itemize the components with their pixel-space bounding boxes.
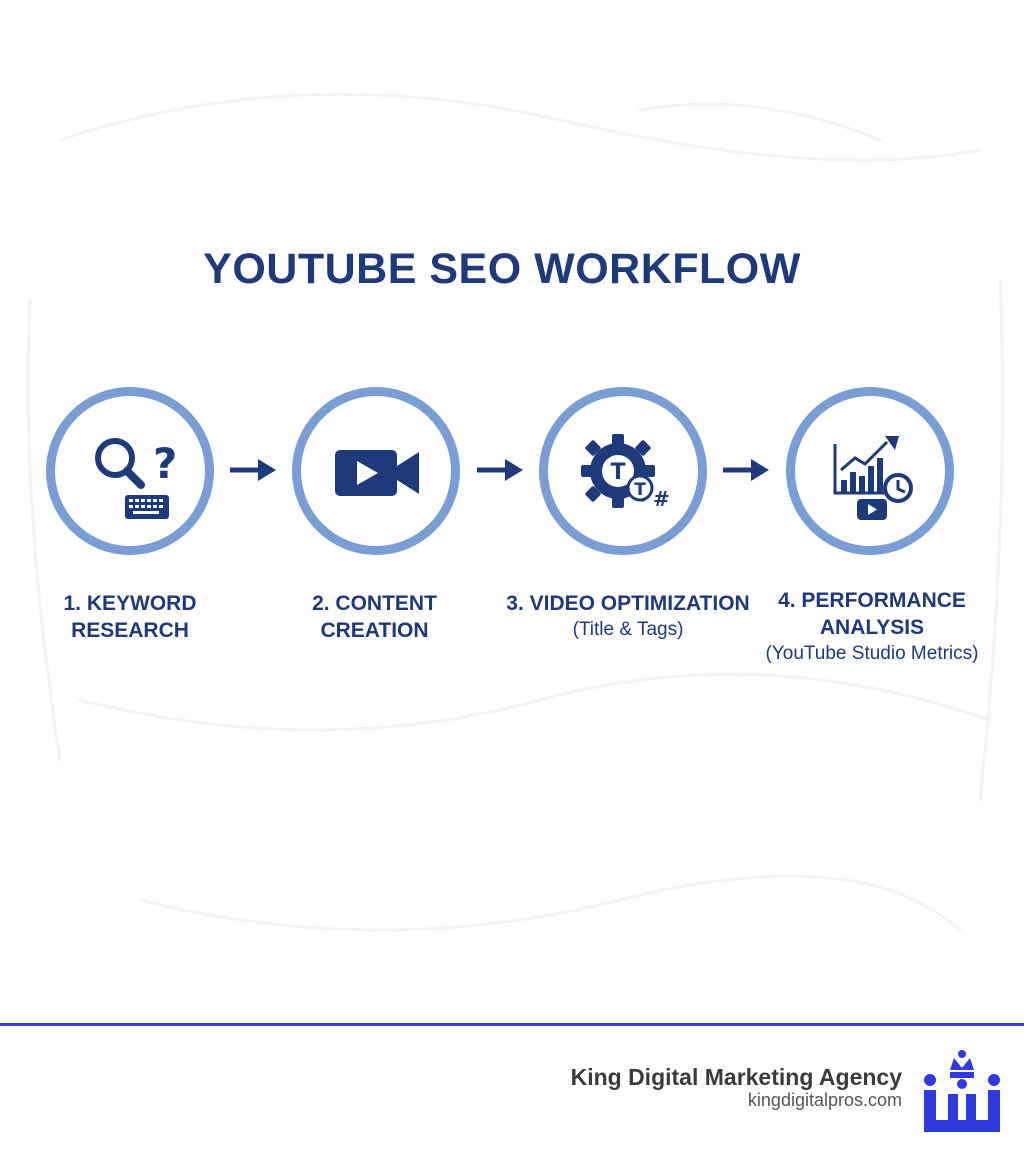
arrow-3-icon [723,459,769,481]
step-4-line-1: 4. PERFORMANCE [778,589,966,612]
analytics-chart-clock-icon [833,436,913,520]
step-2-line-1: 2. CONTENT [312,592,437,615]
step-3-line-1: 3. VIDEO OPTIMIZATION [506,592,750,615]
crown-logo [920,1050,1004,1134]
step-3-subtitle: (Title & Tags) [572,619,684,640]
video-camera-icon [335,450,419,496]
background-sketch [26,92,1004,932]
footer-divider [0,1023,1024,1026]
step-4-circle [786,387,954,555]
arrow-1-icon [230,459,276,481]
step-3-circle: T T # [539,387,707,555]
magnifier-question-keyboard-icon: ? [95,438,177,519]
tag-t-icon: T [634,480,646,500]
agency-name: King Digital Marketing Agency [570,1064,902,1090]
agency-url[interactable]: kingdigitalpros.com [747,1090,902,1110]
gear-title-tag-icon: T T # [581,434,670,511]
hashtag-icon: # [653,487,670,511]
step-3-label: 3. VIDEO OPTIMIZATION (Title & Tags) [494,590,762,642]
step-1-line-2: RESEARCH [71,619,189,642]
step-2-label: 2. CONTENT CREATION [272,590,477,644]
question-icon: ? [153,439,177,488]
arrow-2-icon [477,459,523,481]
page-title: YOUTUBE SEO WORKFLOW [203,245,801,293]
title-t-icon: T [610,460,625,485]
step-1-line-1: 1. KEYWORD [63,592,197,615]
step-2-line-2: CREATION [320,619,429,642]
step-4-subtitle: (YouTube Studio Metrics) [765,643,979,664]
step-4-label: 4. PERFORMANCE ANALYSIS (YouTube Studio … [752,587,992,666]
step-1-label: 1. KEYWORD RESEARCH [30,590,230,644]
step-1-circle: ? [46,387,214,555]
step-4-line-2: ANALYSIS [819,616,925,639]
step-2-circle [292,387,460,555]
